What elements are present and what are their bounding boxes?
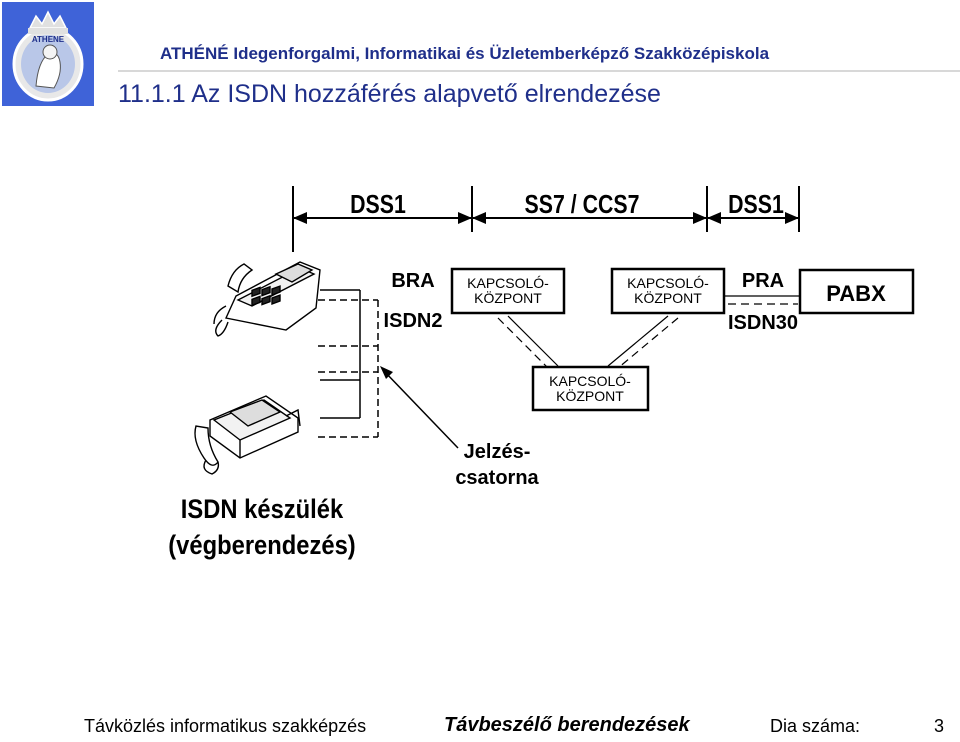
footer-course: Távközlés informatikus szakképzés: [84, 716, 367, 736]
isdn2-label: ISDN2: [384, 310, 443, 332]
trunk-signal-lines: [497, 303, 798, 369]
subscriber-lines: [320, 289, 361, 419]
footer-slide-number: 3: [934, 716, 945, 736]
device-label-line1: ISDN készülék: [181, 495, 344, 525]
exchange-a-line1: KAPCSOLÓ-: [467, 275, 549, 291]
exchange-c-line2: KÖZPONT: [556, 387, 624, 404]
signal-channel-pointer: [383, 370, 459, 449]
exchange-box-b: [610, 267, 726, 315]
isdn30-label: ISDN30: [728, 312, 798, 334]
signal-channel-arrowhead: [380, 366, 393, 379]
signal-channel-line1: Jelzés-: [464, 441, 531, 463]
protocol-dss1-right: DSS1: [728, 190, 784, 220]
device-label-line2: (végberendezés): [168, 531, 355, 561]
header-divider: [118, 70, 960, 72]
pabx-box: [798, 268, 915, 315]
school-name: ATHÉNÉ Idegenforgalmi, Informatikai és Ü…: [160, 44, 770, 63]
logo-text: ATHENE: [32, 35, 65, 44]
exchange-box-c: [531, 365, 650, 412]
bra-label: BRA: [391, 270, 434, 292]
pra-label: PRA: [742, 270, 784, 292]
footer-subject: Távbeszélő berendezések: [444, 714, 690, 736]
protocol-dss1-left: DSS1: [350, 190, 406, 220]
protocol-arrows: [293, 212, 799, 224]
fax-machine-icon: [194, 395, 301, 475]
exchange-a-line2: KÖZPONT: [474, 289, 542, 306]
exchange-b-line1: KAPCSOLÓ-: [627, 275, 709, 291]
signal-channel-line2: csatorna: [455, 467, 539, 489]
school-logo: ATHENE: [2, 2, 94, 106]
footer-slide-label: Dia száma:: [770, 716, 861, 736]
protocol-ss7-ccs7: SS7 / CCS7: [525, 190, 640, 220]
exchange-b-line2: KÖZPONT: [634, 289, 702, 306]
telephone-icon: [213, 261, 321, 337]
slide-title: 11.1.1 Az ISDN hozzáférés alapvető elren…: [118, 80, 661, 108]
signal-lines: [318, 299, 379, 438]
protocol-span-lines: [292, 186, 800, 252]
exchange-box-a: [450, 267, 566, 315]
exchange-c-line1: KAPCSOLÓ-: [549, 373, 631, 389]
pabx-label: PABX: [826, 281, 886, 306]
